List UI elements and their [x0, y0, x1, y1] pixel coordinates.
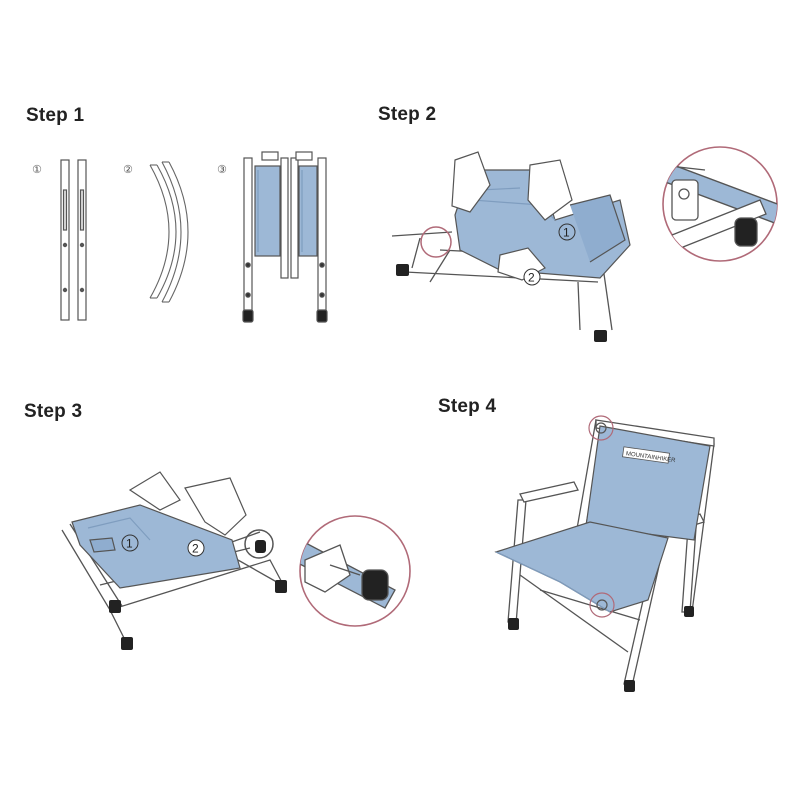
step-1-title: Step 1 [26, 105, 85, 126]
step-3-marker-1: 1 [126, 537, 133, 551]
step-3-zoom-callout [299, 515, 411, 627]
step-1-straight-bars [60, 159, 87, 321]
step-2-marker-1: 1 [563, 226, 570, 240]
step-4-foot-front-right [624, 680, 635, 692]
step-4-foot-rear [684, 606, 694, 617]
step-3-foot-left [109, 600, 121, 613]
step-3-title: Step 3 [24, 401, 83, 422]
step-4-brand-label-box [622, 446, 670, 464]
step-2-zoom-callout [662, 146, 778, 262]
step-2-foot-right [594, 330, 607, 342]
step-4-backrest [585, 425, 711, 541]
step-2-marker-2: 2 [528, 271, 535, 285]
step-1-marker-3: ③ [217, 164, 227, 176]
step-1-marker-2: ② [123, 164, 133, 176]
step-1-marker-1: ① [32, 164, 42, 176]
step-3-hands [128, 471, 247, 536]
step-3-foot-right [275, 580, 287, 593]
step-2-title: Step 2 [378, 104, 437, 125]
step-4-highlight-bottom [589, 592, 615, 618]
step-3-callout-ring [244, 529, 274, 559]
step-2-callout-ring [420, 226, 452, 258]
step-2-foot-left [396, 264, 409, 276]
step-4-illustration: MOUNTAINHIKER [494, 415, 715, 692]
step-2-hands [451, 151, 573, 281]
step-4-foot-front-left [508, 618, 519, 630]
step-2-fabric [454, 169, 631, 279]
step-3-foot-front [121, 637, 133, 650]
step-1-curved-bars [149, 161, 189, 303]
step-4-title: Step 4 [438, 396, 497, 417]
step-3-marker-2: 2 [192, 542, 199, 556]
step-1-illustration: ① ② [32, 151, 328, 323]
step-4-highlight-top [588, 415, 614, 441]
step-3-illustration: 1 2 [61, 471, 287, 650]
step-3-fabric [71, 504, 241, 589]
step-2-illustration: 1 2 [391, 151, 631, 342]
step-1-folded-frame [242, 151, 328, 323]
